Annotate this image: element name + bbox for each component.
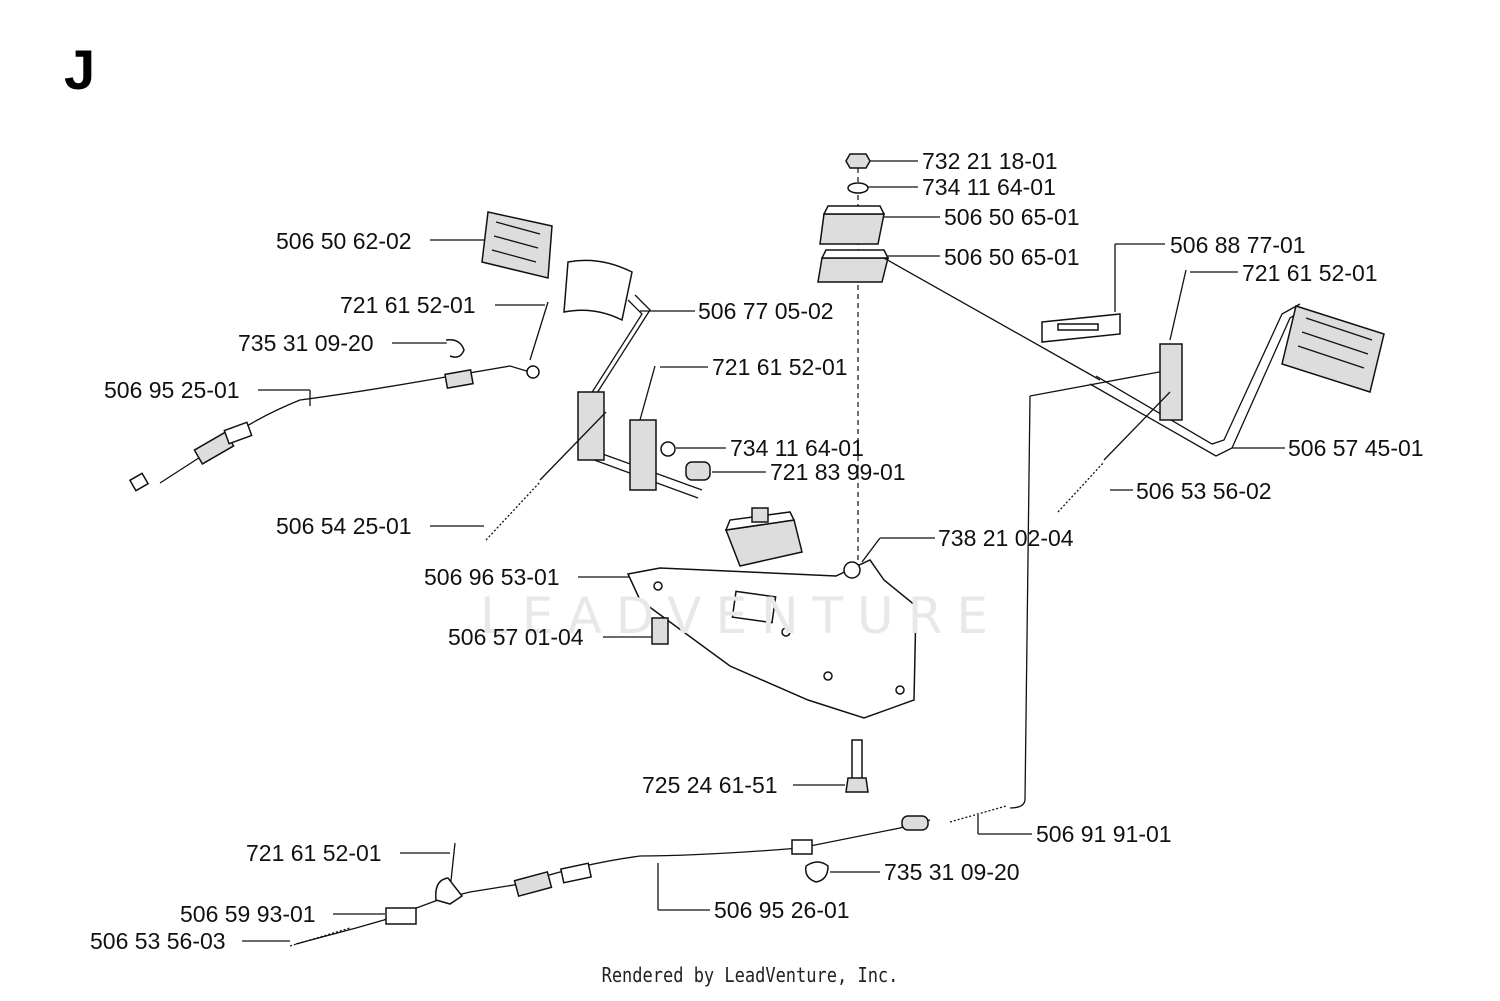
callout-label[interactable]: 506 53 56-02 <box>1136 478 1272 504</box>
footer-credit: Rendered by LeadVenture, Inc. <box>601 963 899 987</box>
callout-label[interactable]: 721 83 99-01 <box>770 459 906 485</box>
right-spring <box>1057 391 1171 513</box>
callout-label[interactable]: 506 95 25-01 <box>104 377 240 403</box>
callout-label[interactable]: 732 21 18-01 <box>922 148 1058 174</box>
callout-label[interactable]: 506 95 26-01 <box>714 897 850 923</box>
bottom-cable <box>289 805 1007 947</box>
clip-upper <box>445 338 465 358</box>
left-pedal-arm <box>577 294 703 499</box>
callout-label[interactable]: 506 77 05-02 <box>698 298 834 324</box>
section-letter: J <box>64 38 96 101</box>
callout-label[interactable]: 506 53 56-03 <box>90 928 226 954</box>
callout-label[interactable]: 734 11 64-01 <box>730 435 864 461</box>
callout-label[interactable]: 738 21 02-04 <box>938 525 1074 551</box>
callout-label[interactable]: 725 24 61-51 <box>642 772 778 798</box>
clevis-pin <box>685 461 711 481</box>
left-spring <box>485 411 607 541</box>
base-plate <box>626 559 917 719</box>
callout-label[interactable]: 721 61 52-01 <box>712 354 848 380</box>
callout-label[interactable]: 721 61 52-01 <box>246 840 382 866</box>
callout-label[interactable]: 506 50 65-01 <box>944 244 1080 270</box>
right-vertical-rod <box>1024 395 1031 801</box>
callout-label[interactable]: 506 88 77-01 <box>1170 232 1306 258</box>
bolt-long <box>845 739 869 793</box>
callout-label[interactable]: 506 54 25-01 <box>276 513 412 539</box>
clamp-block-lower <box>817 249 890 283</box>
nut-part <box>845 153 871 194</box>
clip-lower <box>804 861 829 883</box>
callout-label[interactable]: 506 96 53-01 <box>424 564 560 590</box>
callout-label[interactable]: 506 91 91-01 <box>1036 821 1172 847</box>
watermark: LEADVENTURE <box>480 587 1002 645</box>
left-pedal-pad <box>481 211 553 279</box>
callout-label[interactable]: 506 50 65-01 <box>944 204 1080 230</box>
callout-label[interactable]: 735 31 09-20 <box>884 859 1020 885</box>
callout-label[interactable]: 721 61 52-01 <box>340 292 476 318</box>
right-pedal <box>1089 303 1385 457</box>
pivot-block <box>724 507 803 567</box>
callout-label[interactable]: 735 31 09-20 <box>238 330 374 356</box>
callout-label[interactable]: 721 61 52-01 <box>1242 260 1378 286</box>
callout-label[interactable]: 506 57 01-04 <box>448 624 584 650</box>
callout-label[interactable]: 506 57 45-01 <box>1288 435 1424 461</box>
callout-label[interactable]: 506 50 62-02 <box>276 228 412 254</box>
right-link-rod <box>883 257 1101 381</box>
pedal-sleeve <box>563 259 633 322</box>
callout-label[interactable]: 506 59 93-01 <box>180 901 316 927</box>
adjust-bracket <box>1041 313 1121 343</box>
left-cable <box>128 365 540 492</box>
washer-left <box>660 441 676 457</box>
clamp-block-upper <box>819 205 886 245</box>
bolt-small <box>651 617 669 645</box>
callout-label[interactable]: 734 11 64-01 <box>922 174 1056 200</box>
